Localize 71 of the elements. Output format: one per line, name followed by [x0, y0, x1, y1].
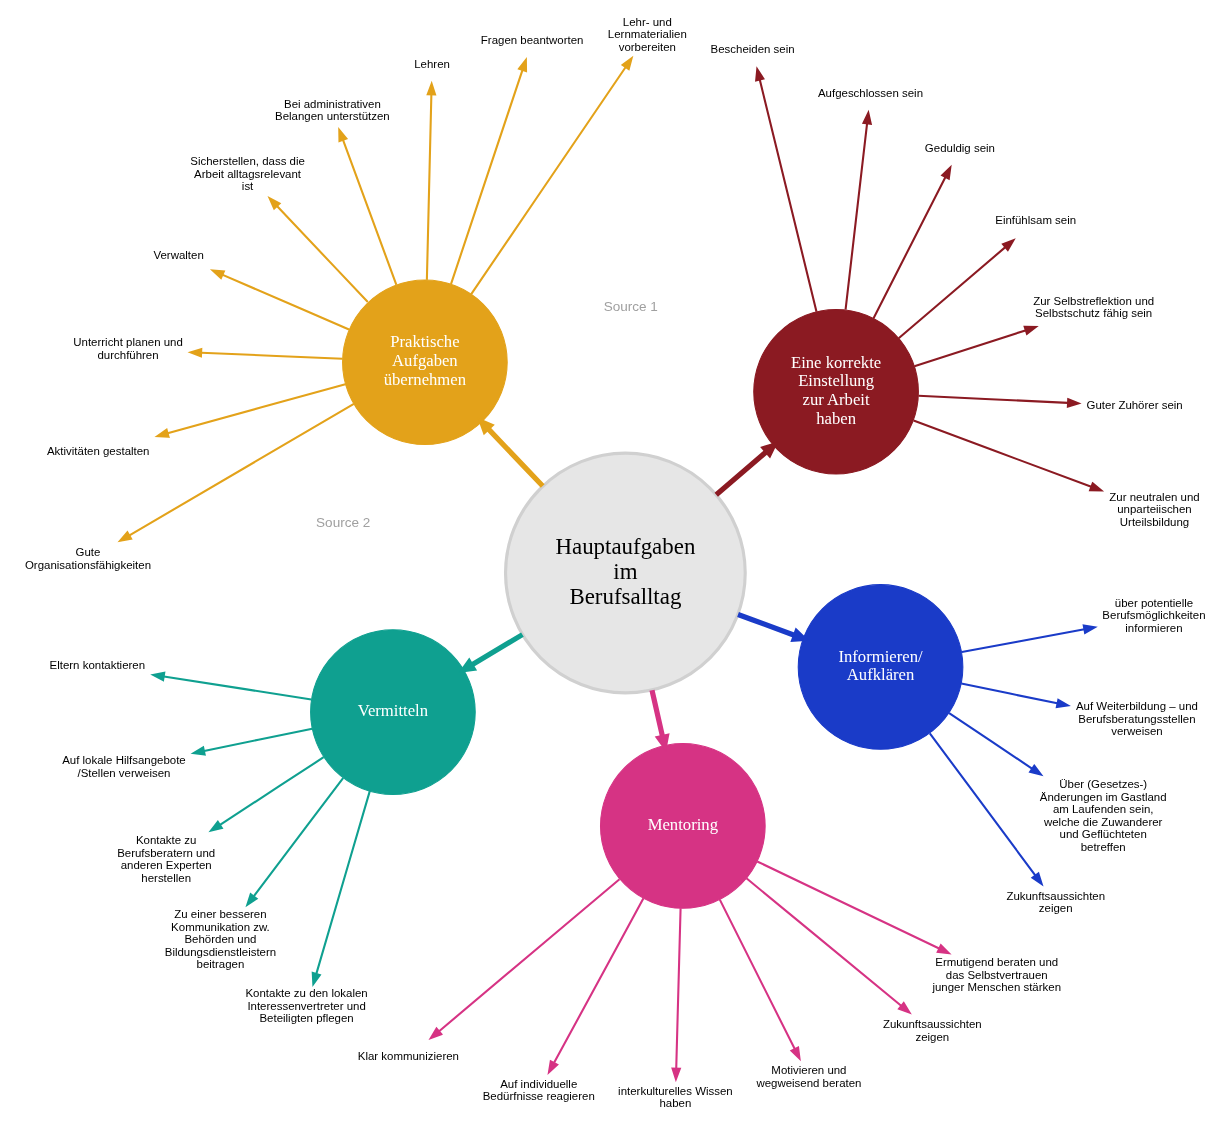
arrow: [267, 196, 369, 303]
arrow: [960, 682, 1071, 709]
arrow: [207, 756, 324, 833]
node-text: Fragen beantworten: [480, 34, 583, 47]
arrow: [844, 109, 872, 310]
node-text: interkulturelles Wissen haben: [617, 1084, 733, 1110]
arrow: [872, 164, 952, 319]
arrow: [928, 732, 1044, 887]
arrow: [913, 325, 1039, 368]
arrow: [209, 269, 349, 331]
node-text: Aufgeschlossen sein: [817, 86, 923, 99]
node-text: Über (Gesetzes-) Änderungen im Gastland am Laufenden sein, welche die Zuwanderer und Geflüchteten betreffen: [1039, 778, 1167, 853]
node-text: Zukunftsaussichten zeigen: [882, 1018, 982, 1043]
arrow: [718, 899, 801, 1062]
node-text: Gute Organisationsfähigkeiten: [24, 546, 151, 571]
arrow: [917, 394, 1082, 408]
node-circle: Hauptaufgaben im Berufsalltag: [503, 451, 747, 695]
node-text: Auf individuelle Bedürfnisse reagieren: [482, 1077, 595, 1103]
arrow: [476, 417, 545, 488]
arrow: [756, 860, 952, 955]
node-text: Kontakte zu Berufsberatern und anderen Experten herstellen: [116, 834, 215, 884]
node-text: Klar kommunizieren: [357, 1050, 459, 1062]
node-circle: Praktische Aufgaben übernehmen: [341, 279, 508, 446]
node-text: Aktivitäten gestalten: [46, 445, 149, 458]
label: Source 1: [603, 298, 658, 314]
node-text: Unterricht planen und durchführen: [72, 336, 183, 361]
node-text: Motivieren und wegweisend beraten: [755, 1064, 861, 1089]
arrow: [337, 126, 397, 286]
node-text: Sicherstellen, dass die Arbeit alltagsrelevant ist: [189, 155, 305, 193]
arrow: [149, 671, 311, 701]
arrow: [244, 777, 344, 908]
arrow: [754, 66, 817, 312]
node-circle: Eine korrekte Einstellung zur Arbeit haben: [752, 308, 919, 475]
arrow: [187, 347, 343, 360]
node-text: Zukunftsaussichten zeigen: [1005, 889, 1105, 915]
node-text: Zur neutralen und unparteiischen Urteilsbildung: [1108, 490, 1200, 528]
arrow: [897, 238, 1016, 340]
arrow: [670, 908, 682, 1083]
arrow: [714, 441, 778, 497]
arrow: [961, 624, 1098, 653]
arrow: [153, 383, 346, 438]
node-text: Verwalten: [152, 248, 204, 261]
node-text: Bei administrativen Belangen unterstützen: [274, 97, 390, 123]
node-text: Auf lokale Hilfsangebote /Stellen verweisen: [61, 754, 186, 779]
arrow: [117, 402, 354, 543]
arrow: [546, 897, 644, 1075]
node-text: Guter Zuhörer sein: [1086, 399, 1183, 412]
node-text: über potentielle Berufsmöglichkeiten informieren: [1101, 596, 1206, 634]
node-text: Auf Weiterbildung – und Berufsberatungsstellen verweisen: [1075, 700, 1198, 738]
arrow: [469, 55, 633, 295]
arrow: [311, 790, 371, 988]
arrow: [948, 712, 1043, 777]
node-text: Bescheiden sein: [710, 43, 795, 56]
node-text: Geduldig sein: [924, 141, 995, 154]
arrow: [425, 80, 436, 280]
node-text: Zu einer besseren Kommunikation zw. Behörden und Bildungsdienstleistern beitragen: [164, 908, 276, 971]
arrow: [745, 877, 912, 1015]
node-text: Lehren: [413, 58, 450, 71]
label: Source 2: [315, 514, 370, 530]
node-text: Ermutigend beraten und das Selbstvertrauen junger Menschen stärken: [931, 956, 1061, 994]
node-text: Zur Selbstreflektion und Selbstschutz fähig sein: [1032, 294, 1154, 320]
arrow: [190, 727, 312, 756]
node-circle: Mentoring: [599, 743, 766, 909]
arrow: [449, 56, 527, 285]
node-text: Kontakte zu den lokalen Interessenvertreter und Beteiligten pflegen: [244, 987, 368, 1025]
node-circle: Informieren/ Aufklären: [797, 584, 963, 750]
arrow: [912, 419, 1104, 492]
node-text: Eltern kontaktieren: [49, 659, 145, 672]
arrow: [428, 878, 620, 1041]
node-text: Lehr- und Lernmaterialien vorbereiten: [607, 15, 687, 53]
node-text: Einfühlsam sein: [994, 214, 1076, 227]
